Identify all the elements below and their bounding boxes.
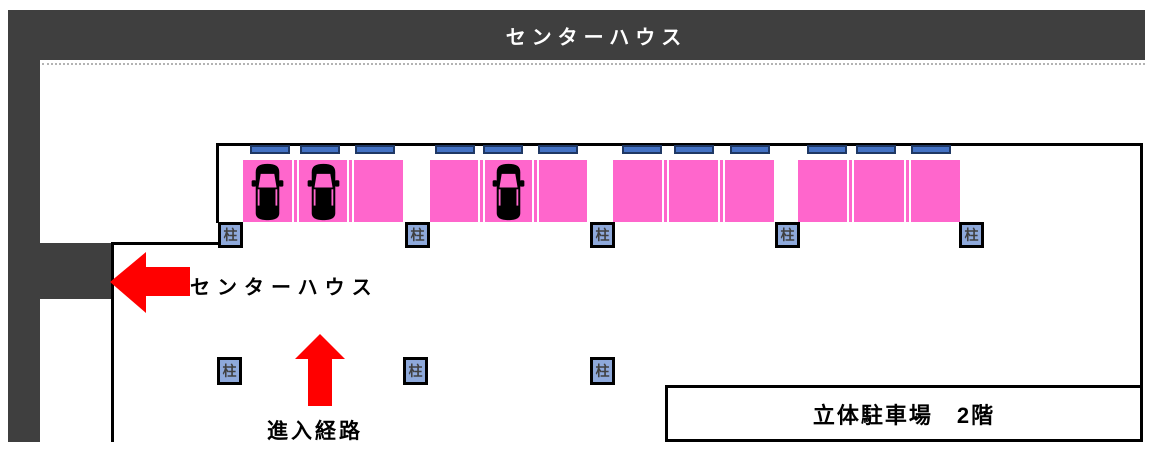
car-icon [251,163,284,221]
pillar-marker: 柱 [590,222,615,248]
blue-dash-marker [483,145,523,154]
pillar-marker: 柱 [217,357,242,385]
structure-top-line [216,143,1143,146]
walkway-vertical-line [111,242,114,442]
stall-divider-line [723,160,725,222]
blue-dash-marker [622,145,662,154]
pillar-marker: 柱 [218,222,243,248]
parking-block [798,160,960,222]
blue-dash-marker [911,145,951,154]
blue-dash-marker [355,145,395,154]
stall-divider-line [662,160,664,222]
walkway-horizontal-line [111,242,221,245]
stall-divider-line [908,160,911,222]
center-house-direction-label: センターハウス [190,277,379,299]
stall-divider-line [291,160,294,222]
stall-divider-line [667,160,669,222]
stall-divider-line [482,160,485,222]
floor-title-box: 立体駐車場 2階 [665,385,1143,442]
stall-divider-line [847,160,850,222]
pillar-marker: 柱 [405,222,430,248]
stall-divider-line [532,160,535,222]
blue-dash-marker [730,145,770,154]
stall-divider-line [537,160,540,222]
blue-dash-marker [674,145,714,154]
blue-dash-marker [435,145,475,154]
pillar-marker: 柱 [590,357,615,385]
blue-dash-marker [807,145,847,154]
stall-divider-line [718,160,720,222]
stall-divider-line [903,160,906,222]
blue-dash-marker [250,145,290,154]
left-arrow-icon [110,252,190,313]
left-wall-stub [40,243,113,299]
banner-underline [42,63,1145,65]
pillar-marker: 柱 [775,222,800,248]
center-house-banner-label: センターハウス [505,26,688,49]
structure-right-line [1140,143,1143,442]
blue-dash-marker [300,145,340,154]
floor-title-label: 立体駐車場 2階 [812,402,996,428]
entry-route-label: 進入経路 [267,420,363,443]
up-arrow-icon [295,334,345,406]
car-icon [307,163,340,221]
pillar-marker: 柱 [403,357,428,385]
blue-dash-marker [856,145,896,154]
stall-divider-line [852,160,855,222]
stall-divider-line [296,160,299,222]
center-house-banner: センターハウス [8,10,1145,60]
stall-divider-line [347,160,350,222]
stall-divider-line [352,160,355,222]
left-wall [8,60,40,442]
stall-divider-line [477,160,480,222]
parking-block [613,160,774,222]
blue-dash-marker [538,145,578,154]
structure-left-line [216,143,219,223]
car-icon [492,163,525,221]
pillar-marker: 柱 [959,222,984,248]
